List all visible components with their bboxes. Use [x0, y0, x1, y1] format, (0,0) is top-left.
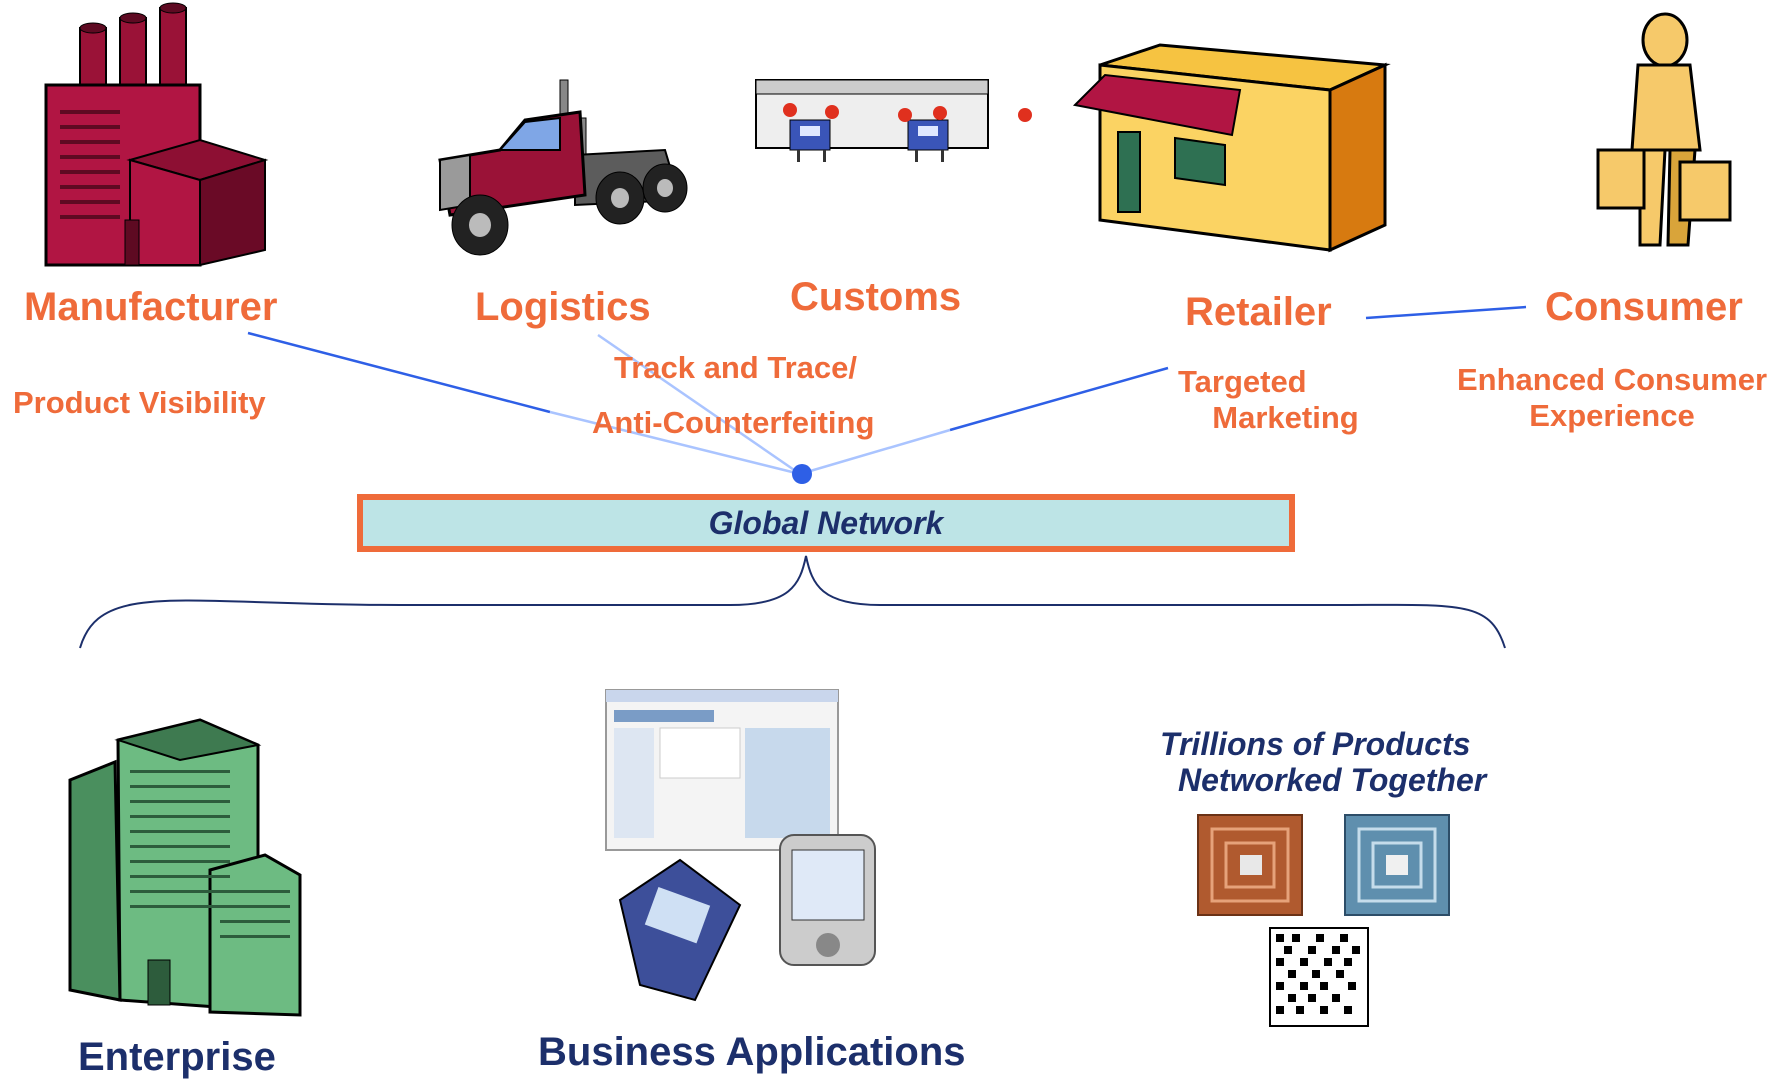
enterprise-label: Enterprise	[78, 1035, 276, 1079]
network-hub-dot	[792, 464, 812, 484]
benefit-consumer-experience-line2: Experience	[1529, 398, 1695, 433]
products-networked-line2: Networked Together	[1178, 762, 1487, 798]
truck-icon	[438, 79, 688, 256]
benefit-targeted-marketing: Targeted Marketing	[1178, 364, 1393, 436]
rfid-tag-icon	[1197, 814, 1450, 916]
customs-gate-icon	[755, 79, 1032, 162]
datamatrix-code-icon	[1269, 927, 1369, 1027]
stage-consumer: Consumer	[1545, 285, 1743, 329]
store-icon	[1072, 43, 1391, 253]
stage-retailer: Retailer	[1185, 290, 1332, 334]
office-building-icon	[68, 718, 302, 1017]
shopper-icon	[1596, 12, 1732, 247]
benefit-track-trace: Track and Trace/	[614, 350, 857, 385]
network-brace	[79, 555, 1506, 649]
connector-lines	[247, 305, 1527, 484]
global-network-bar: Global Network	[357, 494, 1295, 552]
benefit-targeted-marketing-line2: Marketing	[1212, 400, 1359, 435]
products-networked-line1: Trillions of Products	[1160, 726, 1471, 762]
stage-customs: Customs	[790, 275, 962, 319]
stage-manufacturer: Manufacturer	[24, 285, 278, 329]
global-network-label: Global Network	[708, 504, 944, 541]
products-networked-label: Trillions of Products Networked Together	[1160, 726, 1486, 798]
business-devices-icon	[605, 689, 876, 1002]
stage-logistics: Logistics	[475, 285, 651, 329]
business-applications-label: Business Applications	[538, 1030, 966, 1074]
benefit-targeted-marketing-line1: Targeted	[1178, 364, 1307, 399]
factory-icon	[44, 2, 269, 267]
benefit-consumer-experience-line1: Enhanced Consumer	[1456, 362, 1768, 397]
benefit-product-visibility: Product Visibility	[13, 385, 266, 420]
benefit-consumer-experience: Enhanced Consumer Experience	[1433, 362, 1791, 434]
benefit-anti-counterfeiting: Anti-Counterfeiting	[592, 405, 875, 440]
